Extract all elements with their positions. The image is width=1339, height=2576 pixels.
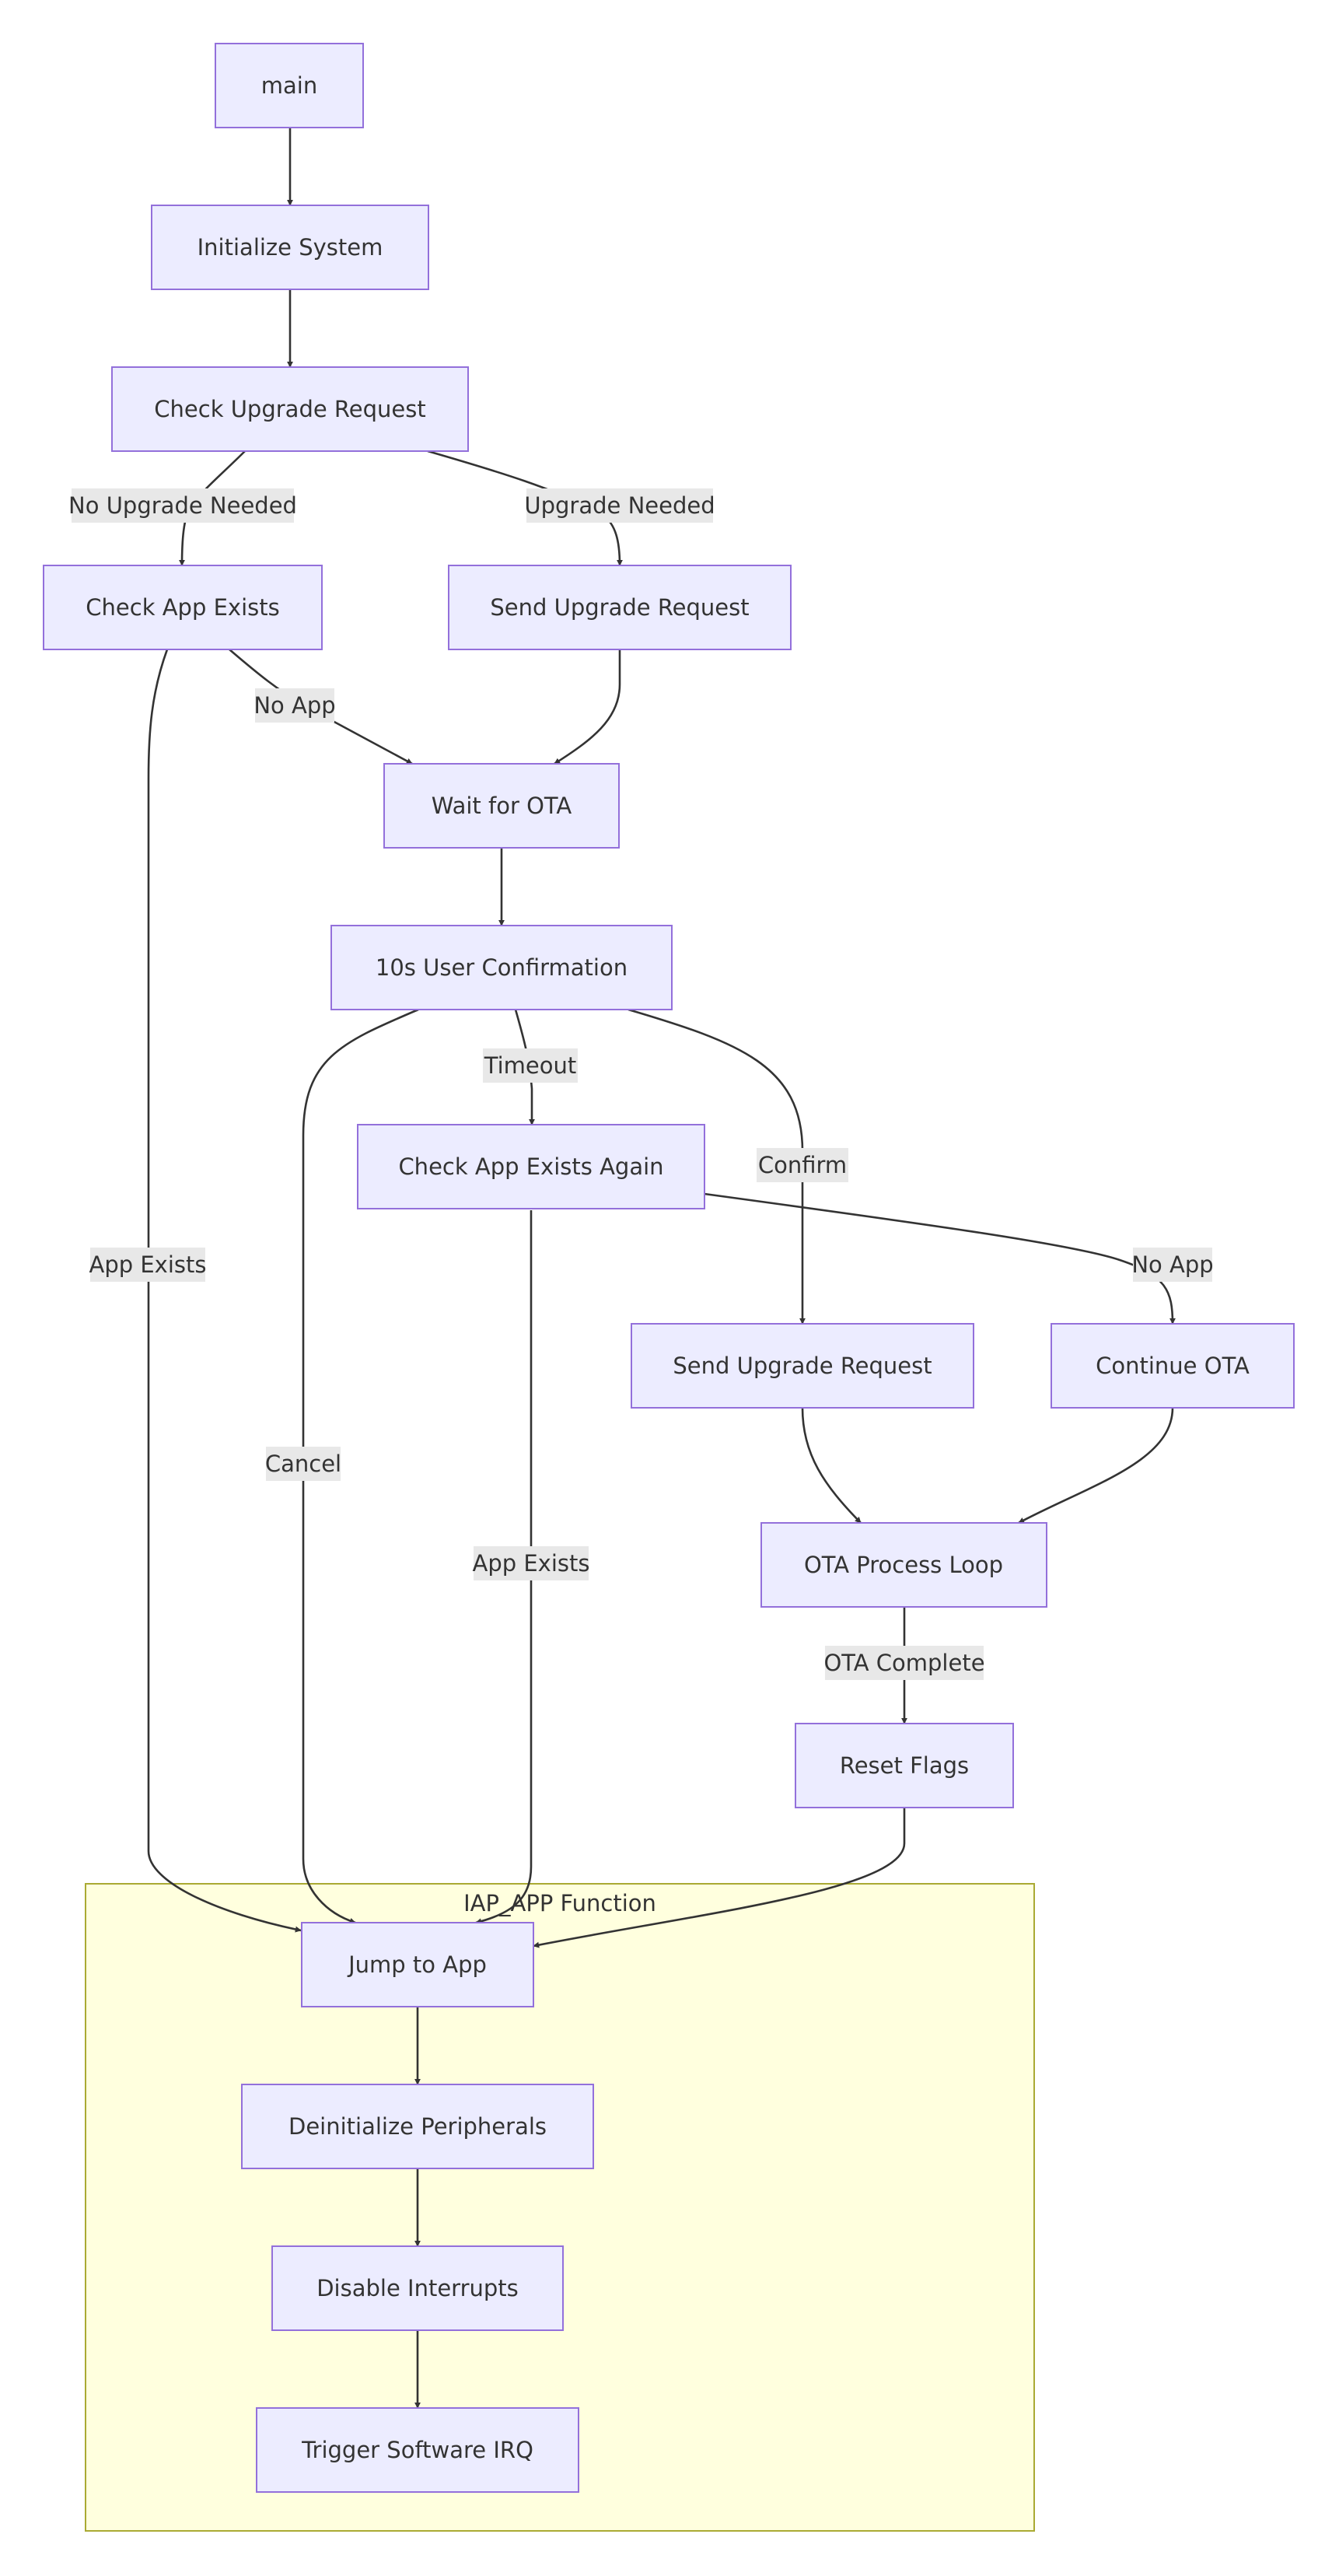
node-check-upgrade-request: Check Upgrade Request: [111, 366, 469, 452]
svg-text:main: main: [261, 72, 317, 99]
edge-label-ota-complete: OTA Complete: [823, 1646, 985, 1680]
svg-text:Wait for OTA: Wait for OTA: [432, 793, 572, 819]
node-send-upgrade-request-1: Send Upgrade Request: [448, 565, 792, 650]
svg-text:Cancel: Cancel: [265, 1451, 341, 1477]
svg-text:Initialize System: Initialize System: [198, 234, 383, 261]
node-reset-flags: Reset Flags: [795, 1723, 1014, 1808]
node-jump-to-app: Jump to App: [301, 1922, 534, 2007]
node-ota-process-loop: OTA Process Loop: [760, 1522, 1047, 1608]
svg-text:Disable Interrupts: Disable Interrupts: [316, 2275, 519, 2301]
edge-send-request-to-wait-ota: [554, 649, 621, 765]
svg-text:Timeout: Timeout: [484, 1052, 576, 1079]
edge-label-app-exists-2: App Exists: [472, 1546, 590, 1580]
svg-text:Trigger Software IRQ: Trigger Software IRQ: [301, 2437, 533, 2463]
node-main: main: [215, 43, 364, 128]
edge-label-app-exists-1: App Exists: [89, 1248, 207, 1282]
node-wait-for-ota: Wait for OTA: [383, 763, 620, 849]
svg-text:Confirm: Confirm: [758, 1152, 847, 1178]
node-continue-ota: Continue OTA: [1051, 1323, 1295, 1409]
svg-text:App Exists: App Exists: [472, 1550, 589, 1577]
node-trigger-software-irq: Trigger Software IRQ: [256, 2407, 579, 2493]
subgraph-title: IAP_APP Function: [463, 1890, 656, 1916]
node-send-upgrade-request-2: Send Upgrade Request: [631, 1323, 974, 1409]
svg-text:OTA Process Loop: OTA Process Loop: [804, 1552, 1003, 1578]
svg-text:Check Upgrade Request: Check Upgrade Request: [154, 396, 425, 422]
edge-label-upgrade-needed: Upgrade Needed: [524, 488, 715, 523]
node-check-app-exists: Check App Exists: [43, 565, 323, 650]
edge-send-request-2-to-ota-loop: [801, 1407, 862, 1524]
svg-text:Deinitialize Peripherals: Deinitialize Peripherals: [288, 2113, 547, 2140]
svg-text:No App: No App: [253, 692, 335, 719]
edge-check-again-to-jump: [475, 1210, 533, 1925]
svg-text:No Upgrade Needed: No Upgrade Needed: [68, 492, 297, 519]
edge-label-cancel: Cancel: [265, 1447, 341, 1481]
svg-text:Check App Exists: Check App Exists: [86, 594, 279, 621]
edge-confirmation-to-jump-cancel: [302, 1008, 419, 1924]
edge-label-no-upgrade: No Upgrade Needed: [68, 488, 297, 523]
node-check-app-exists-again: Check App Exists Again: [357, 1124, 705, 1209]
node-disable-interrupts: Disable Interrupts: [271, 2245, 564, 2331]
edge-check-app-to-jump: [147, 649, 302, 1933]
svg-text:No App: No App: [1131, 1251, 1213, 1278]
svg-text:Continue OTA: Continue OTA: [1096, 1353, 1250, 1379]
svg-text:Check App Exists Again: Check App Exists Again: [398, 1153, 663, 1180]
node-deinitialize-peripherals: Deinitialize Peripherals: [241, 2084, 594, 2169]
edge-confirmation-to-send-request-2: [628, 1008, 806, 1325]
svg-text:Send Upgrade Request: Send Upgrade Request: [673, 1353, 932, 1379]
edge-label-timeout: Timeout: [483, 1048, 578, 1083]
edge-label-no-app-1: No App: [253, 688, 336, 723]
nodes-layer: main Initialize System Check Upgrade Req…: [43, 43, 1295, 2493]
node-initialize-system: Initialize System: [151, 205, 429, 290]
edge-continue-ota-to-ota-loop: [1018, 1407, 1174, 1524]
edge-label-no-app-2: No App: [1131, 1248, 1214, 1282]
svg-text:10s User Confirmation: 10s User Confirmation: [376, 954, 628, 981]
svg-text:Jump to App: Jump to App: [347, 1951, 487, 1978]
svg-text:App Exists: App Exists: [89, 1251, 206, 1278]
edge-reset-flags-to-jump: [533, 1808, 906, 1948]
svg-text:Send Upgrade Request: Send Upgrade Request: [490, 594, 749, 621]
svg-text:Reset Flags: Reset Flags: [840, 1752, 969, 1779]
edge-labels-layer: No Upgrade Needed Upgrade Needed No App …: [68, 488, 1214, 1680]
svg-text:OTA Complete: OTA Complete: [823, 1650, 984, 1676]
edge-label-confirm: Confirm: [757, 1148, 848, 1182]
edge-check-again-to-continue-ota: [704, 1192, 1176, 1325]
svg-text:Upgrade Needed: Upgrade Needed: [524, 492, 715, 519]
node-user-confirmation: 10s User Confirmation: [330, 925, 673, 1010]
